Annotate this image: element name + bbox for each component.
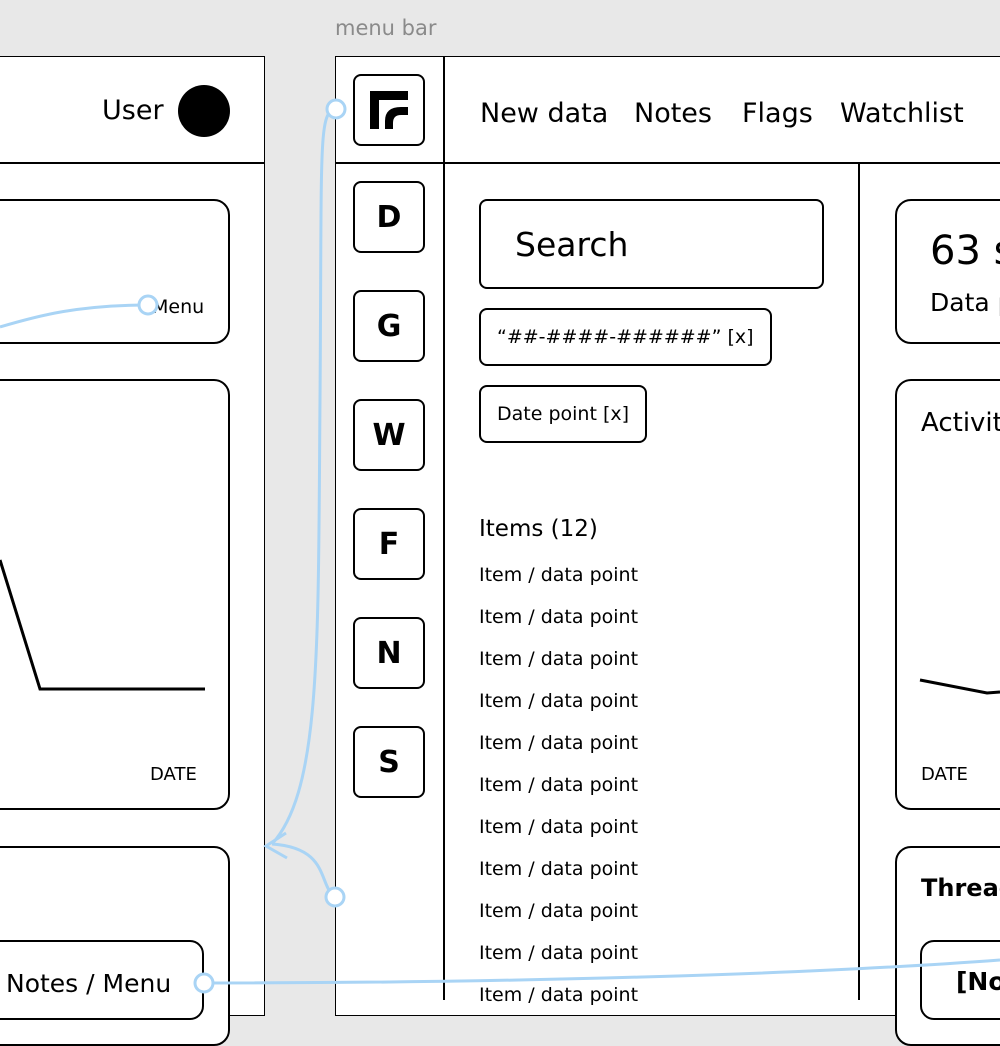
- nav-flags[interactable]: Flags: [742, 98, 813, 129]
- sidebar-button-n[interactable]: N: [353, 617, 425, 689]
- list-item[interactable]: Item / data point: [479, 606, 639, 628]
- connector-bottom-line: [271, 842, 336, 899]
- stat-card: [895, 199, 1000, 344]
- sidebar-button-label: G: [376, 308, 402, 344]
- sidebar-button-label: W: [372, 417, 406, 453]
- left-menu-card[interactable]: [0, 199, 230, 344]
- list-item[interactable]: Item / data point: [479, 774, 639, 796]
- list-item[interactable]: Item / data point: [479, 690, 639, 712]
- connector-arrowhead: [263, 831, 288, 860]
- filter-chip-id[interactable]: “##-####-######” [x]: [479, 308, 772, 366]
- connector-logo-line: [270, 107, 337, 846]
- notes-button-label: [No: [956, 967, 1000, 996]
- sidebar-button-s[interactable]: S: [353, 726, 425, 798]
- avatar[interactable]: [178, 85, 230, 137]
- list-item[interactable]: Item / data point: [479, 816, 639, 838]
- list-item[interactable]: Item / data point: [479, 858, 639, 880]
- nav-watchlist[interactable]: Watchlist: [840, 98, 964, 129]
- connector-menu-line: [0, 303, 149, 329]
- list-item[interactable]: Item / data point: [479, 732, 639, 754]
- left-chart-card: [0, 379, 230, 810]
- list-item[interactable]: Item / data point: [479, 564, 639, 586]
- list-item[interactable]: Item / data point: [479, 900, 639, 922]
- logo-button[interactable]: [353, 74, 425, 146]
- connector-notes-node[interactable]: [193, 972, 215, 994]
- sidebar-button-label: F: [378, 526, 400, 562]
- connector-logo-node[interactable]: [325, 98, 347, 120]
- activity-chart-card: [895, 379, 1000, 810]
- stat-label: Data p: [930, 288, 1000, 317]
- activity-chart-xlabel: DATE: [921, 764, 968, 785]
- logo-icon: [370, 91, 408, 129]
- right-column-divider: [858, 163, 860, 1000]
- activity-title: Activit: [921, 408, 1000, 438]
- sidebar-button-f[interactable]: F: [353, 508, 425, 580]
- nav-notes[interactable]: Notes: [634, 98, 712, 129]
- menubar-label: menu bar: [335, 16, 437, 40]
- connector-notes-line: [203, 958, 1000, 985]
- filter-chip-label: “##-####-######” [x]: [497, 326, 754, 348]
- sidebar-button-label: D: [376, 199, 402, 235]
- list-item[interactable]: Item / data point: [479, 942, 639, 964]
- user-label[interactable]: User: [102, 95, 164, 126]
- items-header: Items (12): [479, 516, 598, 542]
- filter-chip-date[interactable]: Date point [x]: [479, 385, 648, 443]
- activity-chart-line: [919, 678, 1000, 695]
- sidebar-divider: [443, 57, 445, 1000]
- main-header-divider: [336, 162, 1000, 164]
- connector-bottom-node[interactable]: [324, 886, 346, 908]
- sidebar-button-label: S: [378, 744, 400, 780]
- left-chart-line: [0, 559, 205, 691]
- stat-value: 63 s: [930, 228, 1000, 274]
- sidebar-button-label: N: [376, 635, 402, 671]
- search-input[interactable]: Search: [479, 199, 824, 289]
- overlay-svg: [0, 98, 1000, 994]
- left-chart-xlabel: DATE: [150, 764, 197, 785]
- threads-title: Thread: [921, 874, 1000, 902]
- list-item[interactable]: Item / data point: [479, 648, 639, 670]
- filter-chip-label: Date point [x]: [497, 403, 630, 425]
- sidebar-button-w[interactable]: W: [353, 399, 425, 471]
- nav-new-data[interactable]: New data: [480, 98, 609, 129]
- left-menu-card-text: Menu: [152, 296, 205, 318]
- notes-menu-label: Notes / Menu: [6, 969, 172, 998]
- search-placeholder: Search: [515, 224, 629, 264]
- sidebar-button-d[interactable]: D: [353, 181, 425, 253]
- connector-menu-node[interactable]: [137, 294, 159, 316]
- sidebar-button-g[interactable]: G: [353, 290, 425, 362]
- left-header-divider: [0, 162, 264, 164]
